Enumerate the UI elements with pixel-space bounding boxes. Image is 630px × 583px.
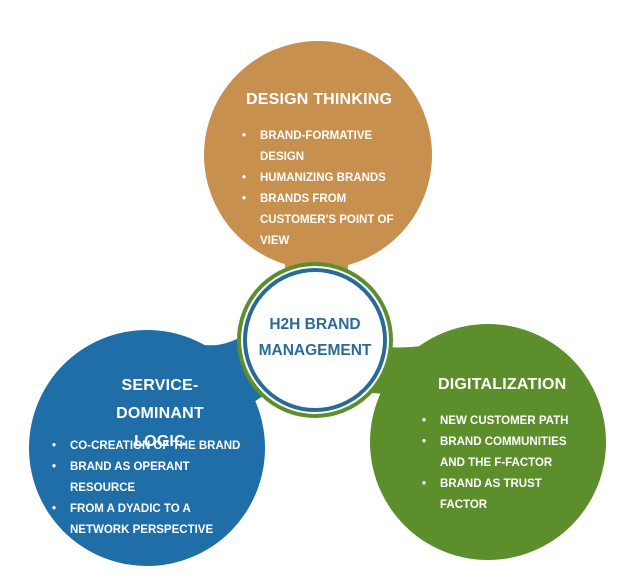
center-label-line1: H2H BRAND xyxy=(269,316,361,333)
design-thinking-list: BRAND-FORMATIVE DESIGN HUMANIZING BRANDS… xyxy=(240,126,415,252)
service-dominant-title-line1: SERVICE- xyxy=(121,377,199,394)
list-item: BRAND-FORMATIVE DESIGN xyxy=(240,126,415,168)
list-item: FROM A DYADIC TO A NETWORK PERSPECTIVE xyxy=(50,499,250,541)
digitalization-title: DIGITALIZATION xyxy=(438,376,567,393)
list-item: CO-CREATION OF THE BRAND xyxy=(50,436,250,457)
digitalization-list: NEW CUSTOMER PATH BRAND COMMUNITIES AND … xyxy=(420,411,570,516)
design-thinking-title: DESIGN THINKING xyxy=(246,91,393,108)
center-hub xyxy=(237,262,393,418)
list-item: BRAND AS OPERANT RESOURCE xyxy=(50,457,250,499)
center-label: H2H BRAND MANAGEMENT xyxy=(255,312,375,364)
list-item: BRANDS FROM CUSTOMER'S POINT OF VIEW xyxy=(240,189,415,252)
service-dominant-list: CO-CREATION OF THE BRAND BRAND AS OPERAN… xyxy=(50,436,250,541)
list-item: HUMANIZING BRANDS xyxy=(240,168,415,189)
center-label-line2: MANAGEMENT xyxy=(258,342,372,359)
list-item: BRAND AS TRUST FACTOR xyxy=(420,474,570,516)
list-item: NEW CUSTOMER PATH xyxy=(420,411,570,432)
list-item: BRAND COMMUNITIES AND THE F-FACTOR xyxy=(420,432,570,474)
